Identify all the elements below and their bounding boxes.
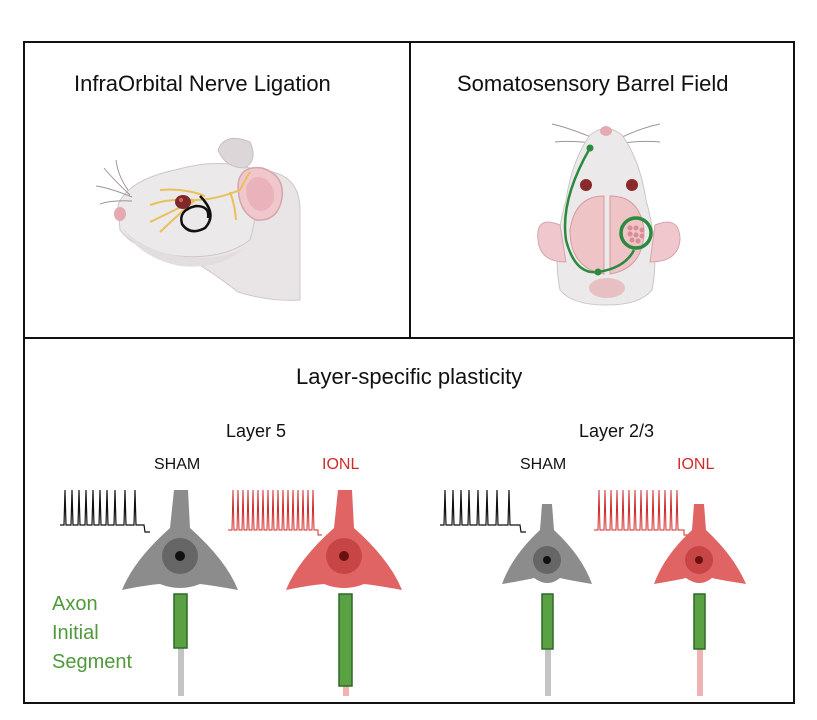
group-label-layer5: Layer 5 (226, 421, 287, 441)
panel-title-ionl: InfraOrbital Nerve Ligation (74, 71, 331, 96)
panel-title-barrel: Somatosensory Barrel Field (457, 71, 729, 96)
ais-label-line-1: Axon (52, 593, 98, 615)
ais-label-line-3: Segment (52, 651, 133, 673)
ais-label-line-2: Initial (52, 622, 99, 644)
trace-l5-ionl (228, 489, 322, 536)
neuron-l5-sham (122, 490, 238, 696)
ais-l23-ionl (693, 593, 706, 650)
ais-label: Axon Initial Segment (52, 590, 132, 677)
neuron-l23-sham (502, 504, 592, 696)
panel-title-plasticity: Layer-specific plasticity (296, 364, 523, 389)
label-l23-ionl: IONL (677, 456, 715, 473)
group-label-layer23: Layer 2/3 (579, 421, 655, 441)
ais-l5-sham (173, 593, 188, 649)
mouse-side-illustration (95, 137, 301, 301)
label-l5-ionl: IONL (322, 456, 360, 473)
mouse-top-illustration (537, 123, 681, 306)
label-l23-sham: SHAM (520, 456, 567, 473)
ais-l5-ionl (338, 593, 353, 687)
trace-l5-sham (60, 489, 150, 533)
ais-l23-sham (541, 593, 554, 650)
trace-l23-ionl (594, 489, 688, 536)
panel-border-bottom (23, 337, 795, 704)
neuron-l23-ionl (654, 504, 746, 696)
label-l5-sham: SHAM (154, 456, 201, 473)
trace-l23-sham (440, 489, 526, 533)
neuron-l5-ionl (286, 490, 402, 696)
